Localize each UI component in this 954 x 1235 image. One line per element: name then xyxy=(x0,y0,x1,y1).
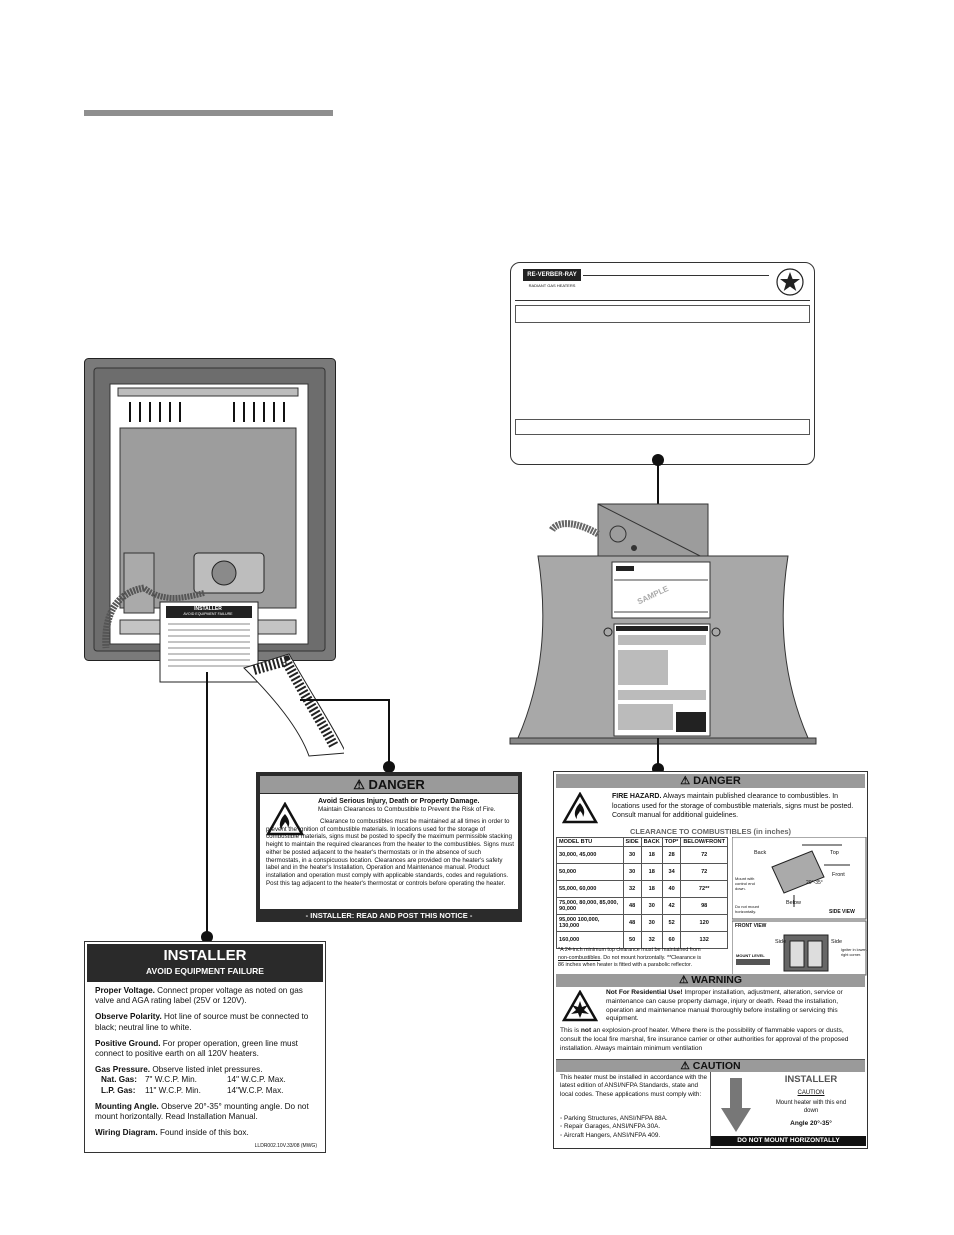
side-view-angle-label: 20°-35° xyxy=(806,880,823,886)
front-view-caption: FRONT VIEW xyxy=(735,923,767,929)
danger-notice-label: ⚠ DANGER Avoid Serious Injury, Death or … xyxy=(256,772,522,922)
column-header: MODEL BTU xyxy=(556,837,624,847)
side-view-mount-note: Mount with control end down. xyxy=(735,876,755,891)
installer-item: Proper Voltage. Connect proper voltage a… xyxy=(95,986,303,1006)
brand-subtitle: RADIANT GAS HEATERS xyxy=(528,283,576,288)
arrow-down-icon xyxy=(721,1078,751,1132)
mount-level-label: MOUNT LEVEL xyxy=(736,953,765,958)
list-item: ◦ Parking Structures, ANSI/NFPA 88A. xyxy=(560,1115,668,1122)
column-header: BACK xyxy=(640,837,663,847)
igniter-note: Igniter in lower-right corner. xyxy=(841,948,867,957)
danger-header: DANGER xyxy=(368,777,425,792)
clearance-table-title: CLEARANCE TO COMBUSTIBLES (in inches) xyxy=(556,827,865,836)
installer-item: Positive Ground. For proper operation, g… xyxy=(95,1038,298,1059)
front-view-side-right: Side xyxy=(831,939,843,945)
danger-lead-sub: Maintain Clearances to Combustible to Pr… xyxy=(318,806,496,813)
safety-label: ⚠ DANGER FIRE HAZARD. Always maintain pu… xyxy=(553,771,868,1149)
heater-side-illustration xyxy=(509,503,817,745)
front-tag-title: INSTALLER xyxy=(194,606,222,612)
front-tag-subtitle: AVOID EQUIPMENT FAILURE xyxy=(183,612,233,616)
side-view-front-label: Front xyxy=(832,872,845,878)
caution-header: CAUTION xyxy=(692,1060,741,1072)
warning-text: Not For Residential Use! Improper instal… xyxy=(606,989,843,1023)
list-item: ◦ Repair Garages, ANSI/NFPA 30A. xyxy=(560,1123,661,1131)
installer-code: LLDR002.10V.33/08 (MWG) xyxy=(254,1143,317,1149)
connector-line xyxy=(206,672,208,937)
danger-body: Clearance to combustibles must be mainta… xyxy=(266,818,514,887)
explosion-hazard-icon xyxy=(562,990,598,1022)
danger-lead: Avoid Serious Injury, Death or Property … xyxy=(318,798,480,805)
front-view-side-left: Side xyxy=(775,939,787,945)
fire-hazard-text: FIRE HAZARD. Always maintain published c… xyxy=(612,793,854,819)
connector-dot xyxy=(383,761,395,773)
warning-text-2: This is not an explosion-proof heater. W… xyxy=(560,1027,849,1052)
danger-footer: - INSTALLER: READ AND POST THIS NOTICE - xyxy=(305,911,473,920)
column-header: SIDE xyxy=(622,837,642,847)
warning-triangle-icon: ⚠ xyxy=(353,777,365,792)
installer-item: Wiring Diagram. Found inside of this box… xyxy=(95,1128,249,1138)
side-view-below-label: Below xyxy=(786,900,801,906)
clearance-table: MODEL BTU SIDE BACK TOP* BELOW/FRONT 30,… xyxy=(556,837,728,949)
connector-line xyxy=(388,699,390,766)
installer-subtitle: AVOID EQUIPMENT FAILURE xyxy=(146,966,264,976)
clearance-footnote: *A 24-inch minimum top clearance must be… xyxy=(558,947,702,968)
side-view-no-horiz: Do not mount horizontally. xyxy=(735,904,760,914)
side-view-back-label: Back xyxy=(754,850,767,856)
connector-line xyxy=(657,738,659,768)
caution-installer-title: INSTALLER xyxy=(784,1074,838,1085)
heater-front-illustration xyxy=(84,358,344,757)
list-item: ◦ Aircraft Hangers, ANSI/NFPA 409. xyxy=(560,1131,661,1139)
installer-item: Observe Polarity. Hot line of source mus… xyxy=(95,1012,309,1032)
certification-star-icon xyxy=(776,268,804,296)
fire-hazard-icon xyxy=(562,792,598,824)
side-view-caption: SIDE VIEW xyxy=(829,909,855,915)
caution-list: ◦ Parking Structures, ANSI/NFPA 88A. ◦ R… xyxy=(560,1115,710,1140)
caution-text: This heater must be installed in accorda… xyxy=(560,1074,708,1098)
brand-logo: RE-VERBER-RAY xyxy=(523,269,581,281)
gas-row: L.P. Gas: 11" W.C.P. Min. 14"W.C.P. Max. xyxy=(101,1085,284,1095)
side-view-top-label: Top xyxy=(830,850,839,856)
warning-header: WARNING xyxy=(691,974,743,986)
installer-item: Gas Pressure. Observe listed inlet press… xyxy=(95,1065,263,1075)
connector-line xyxy=(300,699,390,701)
connector-dot xyxy=(201,931,213,943)
rating-nameplate: RE-VERBER-RAY RADIANT GAS HEATERS xyxy=(510,262,815,465)
warning-triangle-icon: ⚠ xyxy=(680,775,691,787)
installer-item: Mounting Angle. Observe 20°-35° mounting… xyxy=(95,1101,309,1122)
do-not-mount-horizontally: DO NOT MOUNT HORIZONTALLY xyxy=(711,1136,866,1146)
installer-title: INSTALLER xyxy=(163,947,247,964)
section-rule xyxy=(84,110,333,116)
column-header: BELOW/FRONT xyxy=(680,837,728,847)
connector-dot xyxy=(652,454,664,466)
caution-installer-caution: CAUTION xyxy=(797,1090,825,1096)
fire-hazard-icon xyxy=(266,802,304,836)
safety-danger-header: DANGER xyxy=(693,775,741,787)
warning-triangle-icon: ⚠ xyxy=(680,1060,690,1072)
warning-triangle-icon: ⚠ xyxy=(678,974,689,986)
installer-tag-label: INSTALLER AVOID EQUIPMENT FAILURE Proper… xyxy=(84,941,326,1153)
caution-installer-mount: Mount heater with this end down xyxy=(775,1100,847,1114)
side-view-diagram xyxy=(732,837,867,976)
column-header: TOP* xyxy=(661,837,682,847)
caution-installer-angle: Angle 20°-35° xyxy=(790,1120,832,1127)
gas-row: Nat. Gas: 7" W.C.P. Min. 14" W.C.P. Max. xyxy=(101,1075,286,1085)
